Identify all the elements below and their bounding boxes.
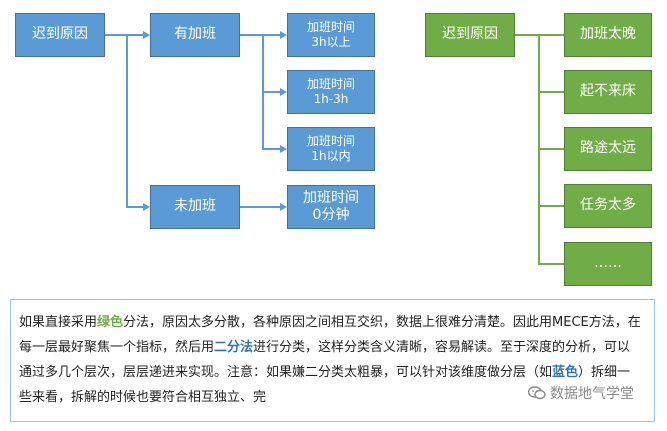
green-connector-item-2 xyxy=(538,91,564,93)
reason-label: 起不来床 xyxy=(580,83,636,100)
overtime-node: 有加班 xyxy=(150,13,240,57)
reason-node-more: …… xyxy=(564,242,652,286)
no-overtime-label: 未加班 xyxy=(174,198,216,215)
note-text-part-4: ）拆细一些来看，拆解的时候也要符合相互独立、完 xyxy=(19,365,631,405)
leaf-node-1h-3h: 加班时间 1h-3h xyxy=(287,70,375,114)
leaf-node-over-3h: 加班时间 3h以上 xyxy=(287,13,375,57)
arrow-head-to-under-1h xyxy=(280,145,287,153)
overtime-label: 有加班 xyxy=(174,26,216,43)
leaf-line-2: 1h以内 xyxy=(311,149,351,163)
reason-node-late-overtime: 加班太晚 xyxy=(564,13,652,57)
reason-node-too-many-tasks: 任务太多 xyxy=(564,184,652,228)
left-root-node: 迟到原因 xyxy=(15,13,105,57)
watermark: 数据地气学堂 xyxy=(527,383,634,403)
note-blue-highlight: 蓝色 xyxy=(552,365,579,380)
connector-root-right xyxy=(105,34,127,36)
arrow-head-to-1h-3h xyxy=(280,88,287,96)
leaf-line-2: 3h以上 xyxy=(311,35,351,49)
green-connector-item-5 xyxy=(538,263,564,265)
note-text-part-1: 如果直接采用 xyxy=(19,315,98,330)
reason-label: 任务太多 xyxy=(580,197,636,214)
reason-node-cant-get-up: 起不来床 xyxy=(564,70,652,114)
leaf-node-zero-minutes: 加班时间 0分钟 xyxy=(287,185,375,229)
connector-to-overtime xyxy=(126,34,143,36)
reason-label: 路途太远 xyxy=(580,140,636,157)
green-connector-item-4 xyxy=(538,205,564,207)
left-root-label: 迟到原因 xyxy=(32,26,88,43)
leaf-node-under-1h: 加班时间 1h以内 xyxy=(287,127,375,171)
leaf-line-2: 1h-3h xyxy=(313,92,349,106)
reason-label: 加班太晚 xyxy=(580,26,636,43)
right-root-label: 迟到原因 xyxy=(442,26,498,43)
connector-to-no-overtime xyxy=(126,206,143,208)
arrow-head-to-zero-minutes xyxy=(280,203,287,211)
no-overtime-node: 未加班 xyxy=(150,185,240,229)
note-text-part-3: 进行分类，这样分类含义清晰，容易解读。至于深度的分析，可以通过多几个层次，层层递… xyxy=(19,340,631,380)
reason-node-long-commute: 路途太远 xyxy=(564,127,652,171)
green-connector-item-3 xyxy=(538,148,564,150)
arrow-head-to-over-3h xyxy=(280,31,287,39)
note-green-highlight: 绿色 xyxy=(97,315,124,330)
note-text-part-2: 分法，原因太多分散，各种原因之间相互交织，数据上很难分清楚。因此用MECE方法，… xyxy=(19,315,641,355)
leaf-line-1: 加班时间 xyxy=(303,189,359,206)
leaf-line-2: 0分钟 xyxy=(312,207,350,223)
watermark-text: 数据地气学堂 xyxy=(550,386,634,402)
right-root-node: 迟到原因 xyxy=(425,13,515,57)
note-method-highlight: 二分法 xyxy=(214,340,254,355)
connector-root-vertical xyxy=(126,34,128,207)
leaf-line-1: 加班时间 xyxy=(306,134,355,148)
leaf-line-1: 加班时间 xyxy=(306,77,355,91)
arrow-head-to-overtime xyxy=(143,31,150,39)
leaf-line-1: 加班时间 xyxy=(306,20,355,34)
connector-to-1h-3h xyxy=(262,91,280,93)
wechat-icon xyxy=(527,386,546,400)
connector-no-overtime-right xyxy=(240,206,280,208)
connector-overtime-right xyxy=(240,34,280,36)
reason-label: …… xyxy=(594,255,622,272)
explanation-note: 如果直接采用绿色分法，原因太多分散，各种原因之间相互交织，数据上很难分清楚。因此… xyxy=(10,299,655,422)
connector-to-under-1h xyxy=(262,148,280,150)
arrow-head-to-no-overtime xyxy=(143,203,150,211)
